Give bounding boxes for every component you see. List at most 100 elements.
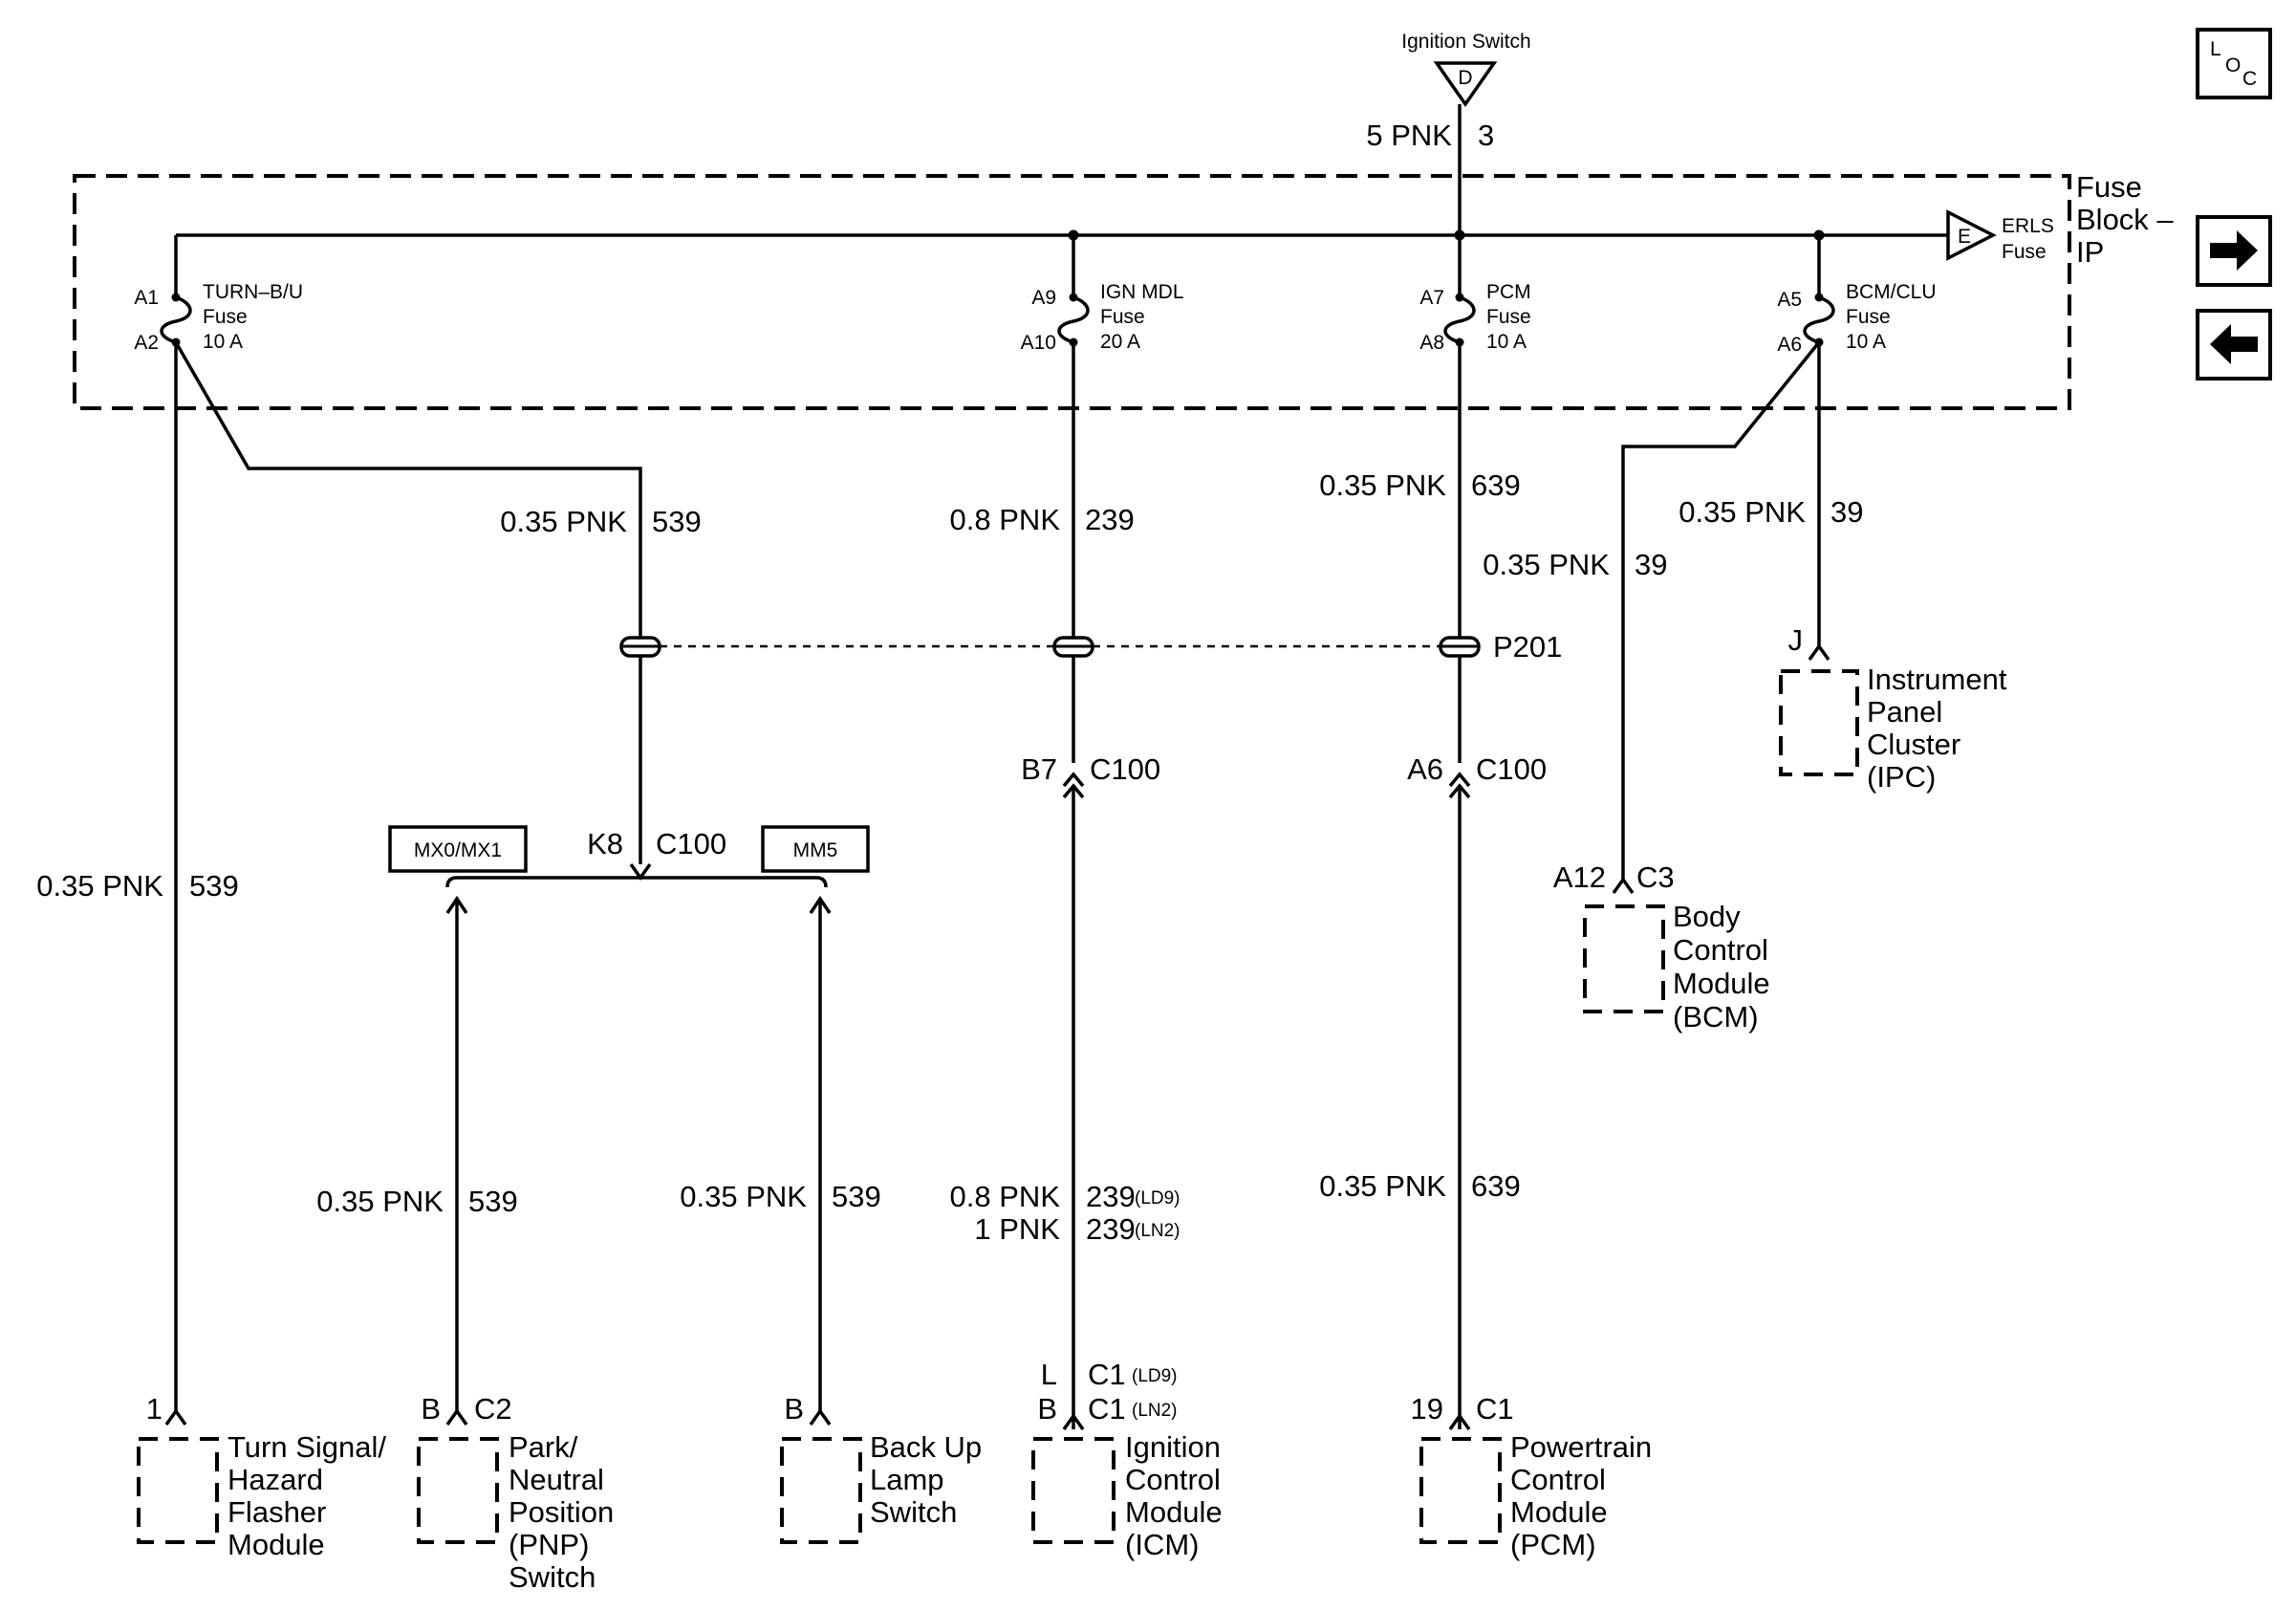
icm-label-line4: (ICM) [1125,1528,1199,1561]
pcm-label-line2: Control [1510,1463,1606,1496]
fuse-block-title-line1: Fuse [2076,170,2142,204]
ipc-label-line4: (IPC) [1867,760,1936,794]
backup-label-line2: Lamp [870,1463,944,1496]
wire-turn-branch: 0.35 PNK 539 [174,341,702,864]
wire-pnp-size: 0.35 PNK [316,1185,444,1218]
fuse-turn-bu-kind: Fuse [203,306,248,328]
arrow-left-icon [2210,324,2258,364]
pcm-label-line4: (PCM) [1510,1528,1596,1561]
flasher-label-line3: Flasher [227,1495,326,1529]
pnp-label-line4: (PNP) [509,1528,589,1561]
pcm-conn-label: C1 [1476,1392,1514,1426]
icm-conn-1: C1 [1088,1358,1126,1391]
backup-label-line1: Back Up [870,1430,982,1464]
loc-button-c: C [2242,68,2257,90]
flasher-label-line4: Module [227,1528,325,1561]
wire-backup-circuit: 539 [832,1180,881,1213]
connector-k8-pin: K8 [587,827,623,860]
connector-b7-conn: C100 [1090,752,1160,786]
ignition-switch-title: Ignition Switch [1401,31,1530,53]
wire-turn-flasher-size: 0.35 PNK [36,869,163,903]
wire-icm-1-size: 0.8 PNK [950,1180,1061,1213]
wire-bcm-circuit: 39 [1635,548,1667,581]
fuse-ign-mdl-top-pin: A9 [1031,287,1056,309]
component-flasher: 1 Turn Signal/ Hazard Flasher Module [137,1392,386,1561]
component-icm: L C1 (LD9) B C1 (LN2) Ignition Control M… [1031,1358,1223,1561]
wire-bcm: 0.35 PNK 39 [1483,340,1821,880]
wire-pnp: 0.35 PNK 539 [316,895,518,1411]
fuse-bcm-clu-kind: Fuse [1846,306,1891,328]
flasher-label-line1: Turn Signal/ [227,1430,386,1464]
fuse-pcm-bottom-pin: A8 [1419,332,1444,354]
wire-pcm-lower-size: 0.35 PNK [1319,1169,1446,1203]
fuse-turn-bu-rating: 10 A [203,331,243,353]
wire-turn-flasher-circuit: 539 [189,869,239,903]
bcm-label-line4: (BCM) [1673,1000,1759,1034]
next-page-button[interactable] [2196,215,2272,287]
fuse-turn-bu-bottom-pin: A2 [134,332,159,354]
fuse-block-title-line2: Block – [2076,203,2174,236]
fuse-block-title-line3: IP [2076,235,2104,269]
ignition-switch: Ignition Switch D 5 PNK 3 [1366,31,1530,152]
component-backup-lamp-switch: B Back Up Lamp Switch [780,1392,982,1544]
wire-clu: 0.35 PNK 39 [1679,342,1863,646]
fuse-turn-bu: A1 A2 TURN–B/U Fuse 10 A [134,277,303,354]
bcm-conn-label: C3 [1636,860,1675,894]
icm-label-line3: Module [1125,1495,1223,1529]
fuse-turn-bu-top-pin: A1 [134,287,159,309]
wire-bcm-size: 0.35 PNK [1483,548,1610,581]
connector-k8-conn: C100 [656,827,726,860]
wire-pcm-upper-circuit: 639 [1471,468,1521,502]
bcm-label-line1: Body [1673,900,1741,933]
icm-conn-2: C1 [1088,1392,1126,1426]
wire-turn-branch-circuit: 539 [652,505,702,538]
pnp-label-line1: Park/ [509,1430,578,1464]
connector-b7-c100: B7 C100 [1021,752,1160,1429]
wire-pcm-upper: 0.35 PNK 639 [1319,342,1521,763]
fuse-turn-bu-name: TURN–B/U [203,281,303,303]
wire-pcm-upper-size: 0.35 PNK [1319,468,1446,502]
wire-clu-circuit: 39 [1830,495,1863,529]
pnp-pin-label: B [421,1392,441,1426]
connector-a6-conn: C100 [1476,752,1547,786]
option-mm5-label: MM5 [793,839,838,861]
fuse-ign-mdl-name: IGN MDL [1100,281,1184,303]
loc-button-l: L [2210,38,2221,60]
wire-ign-upper-size: 0.8 PNK [950,503,1061,536]
bcm-pin-label: A12 [1553,860,1606,894]
fuse-pcm-kind: Fuse [1486,306,1531,328]
wire-icm-2-size: 1 PNK [974,1212,1060,1246]
fuse-pcm-top-pin: A7 [1419,287,1444,309]
splice-pack-p201: P201 [619,630,1562,664]
pcm-label-line3: Module [1510,1495,1608,1529]
pnp-conn-label: C2 [474,1392,512,1426]
flasher-pin-label: 1 [146,1392,162,1426]
splice-p201-label: P201 [1493,630,1562,664]
erls-fuse-terminal: E ERLS Fuse [1946,209,2054,263]
wire-pnp-circuit: 539 [468,1185,518,1218]
wire-turn-branch-size: 0.35 PNK [500,505,627,538]
bcm-label-line3: Module [1673,967,1770,1000]
fuse-bus [174,104,1948,277]
option-box-mx0-mx1: MX0/MX1 [388,825,528,873]
ignition-circuit-number: 3 [1478,119,1494,152]
wire-backup: 0.35 PNK 539 [680,895,881,1411]
fuse-bcm-clu: A5 A6 BCM/CLU Fuse 10 A [1777,277,1937,356]
loc-button[interactable]: L O C [2196,28,2272,99]
ignition-pin-label: D [1458,67,1472,89]
wire-turn-flasher: 0.35 PNK 539 [36,342,239,1411]
fuse-pcm: A7 A8 PCM Fuse 10 A [1419,277,1531,354]
component-pnp-switch: B C2 Park/ Neutral Position (PNP) Switch [417,1392,614,1594]
fuse-bcm-clu-name: BCM/CLU [1846,281,1937,303]
connector-k8-c100: K8 C100 [445,827,828,888]
wire-ign-upper-circuit: 239 [1085,503,1135,536]
ipc-pin-label: J [1788,623,1804,657]
pcm-label-line1: Powertrain [1510,1430,1652,1464]
ignition-terminal-triangle [1433,61,1498,108]
fuse-ign-mdl-rating: 20 A [1100,331,1140,353]
ipc-label-line1: Instrument [1867,663,2007,696]
pcm-pin-label: 19 [1411,1392,1443,1426]
wire-icm-2-option: (LN2) [1135,1221,1180,1241]
previous-page-button[interactable] [2196,309,2272,381]
